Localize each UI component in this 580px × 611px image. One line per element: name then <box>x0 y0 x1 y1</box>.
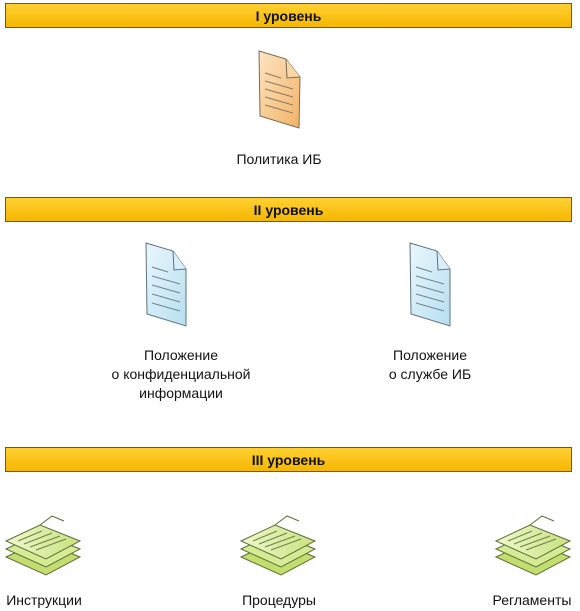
policy-label-line: Политика ИБ <box>236 151 322 167</box>
instructions-label: Инструкции <box>0 591 88 610</box>
confidential-document-icon <box>145 242 187 327</box>
service-label-line-2: о службе ИБ <box>388 366 472 382</box>
level-3-label: III уровень <box>251 451 326 468</box>
policy-label: Политика ИБ <box>219 150 339 169</box>
confidential-label-line-1: Положение <box>144 347 218 363</box>
level-2-label: II уровень <box>253 201 324 218</box>
confidential-label: Положение о конфиденциальной информации <box>96 346 266 403</box>
regulations-label: Регламенты <box>484 591 580 610</box>
confidential-label-line-2: о конфиденциальной <box>111 366 251 382</box>
procedures-label: Процедуры <box>229 591 329 610</box>
procedures-stack-icon <box>239 515 317 576</box>
level-3-bar: III уровень <box>5 447 572 472</box>
instructions-label-line: Инструкции <box>6 592 82 608</box>
confidential-label-line-3: информации <box>139 385 223 401</box>
procedures-label-line: Процедуры <box>242 592 316 608</box>
service-document-icon <box>409 242 451 327</box>
level-1-label: I уровень <box>255 7 322 24</box>
service-label: Положение о службе ИБ <box>370 346 490 384</box>
level-1-bar: I уровень <box>5 3 572 28</box>
service-label-line-1: Положение <box>393 347 467 363</box>
instructions-stack-icon <box>4 515 82 576</box>
level-2-bar: II уровень <box>5 197 572 222</box>
policy-document-icon <box>258 50 301 129</box>
regulations-label-line: Регламенты <box>492 592 572 608</box>
regulations-stack-icon <box>494 515 572 576</box>
